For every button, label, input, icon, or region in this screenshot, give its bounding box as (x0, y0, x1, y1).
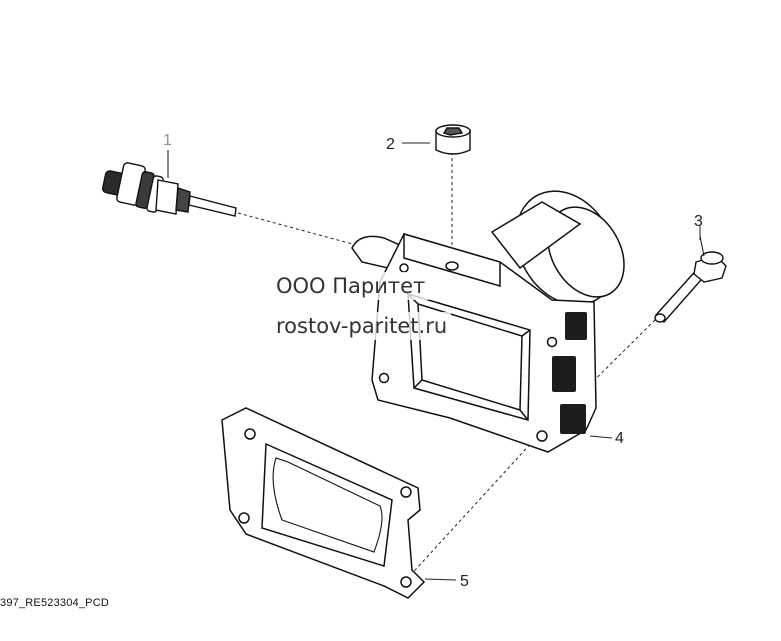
callout-1: 1 (163, 132, 172, 149)
housing-ribs (552, 312, 587, 434)
callout-5: 5 (460, 573, 469, 590)
figure-caption: 397_RE523304_PCD (0, 597, 109, 609)
watermark-site: rostov-paritet.ru (272, 312, 452, 340)
leader-lines (402, 142, 701, 581)
callout-2: 2 (386, 136, 395, 153)
sensor-part (101, 150, 237, 217)
callout-3: 3 (694, 213, 703, 230)
plug-part (435, 124, 471, 155)
gasket-part (221, 407, 426, 599)
callout-labels: 1 2 3 4 5 (163, 132, 703, 590)
callout-4: 4 (615, 430, 624, 447)
bolt-part (654, 235, 727, 323)
watermark-company: ООО Паритет (272, 272, 430, 300)
